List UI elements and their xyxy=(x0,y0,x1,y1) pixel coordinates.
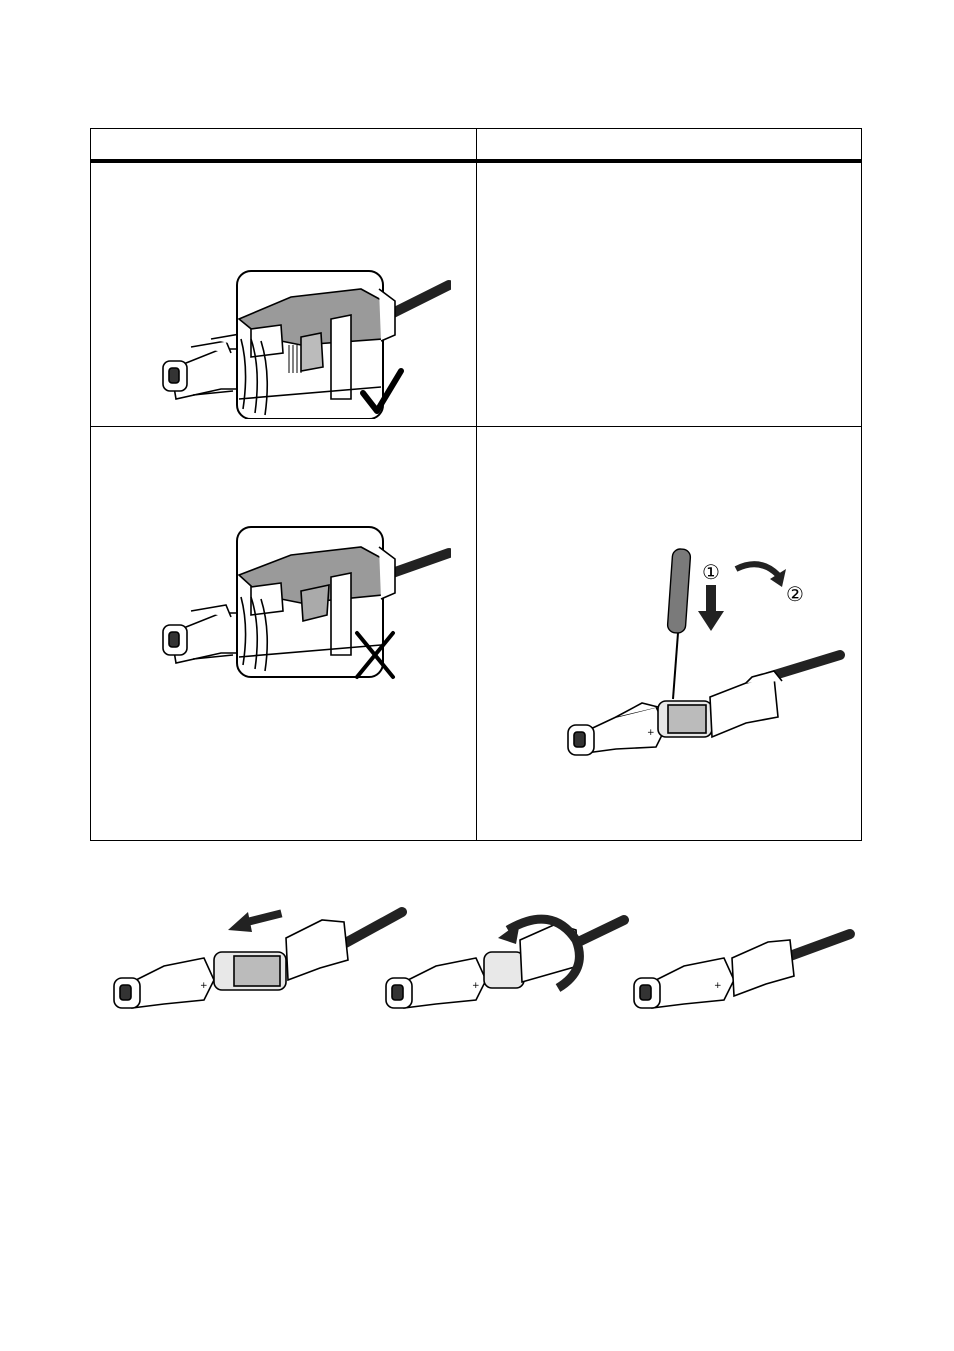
rotate-arrow-head xyxy=(498,922,520,944)
step-marker-2: ② xyxy=(786,582,804,606)
figure-connector-release-with-screwdriver: ① ② + xyxy=(546,547,856,767)
cable xyxy=(763,650,845,682)
row-divider xyxy=(91,426,861,427)
table-header-right xyxy=(481,133,858,157)
checkmark-icon xyxy=(360,368,404,414)
figure-connector-unscrew-nut: + xyxy=(380,900,630,1016)
figure-connector-pull-apart: + xyxy=(108,900,408,1016)
figure-connector-locked-correct xyxy=(151,249,451,419)
plug-body xyxy=(162,332,247,400)
figure-connector-locked-incorrect xyxy=(151,515,451,685)
table-header-left xyxy=(95,133,472,157)
cable xyxy=(335,907,407,951)
connector-assembly xyxy=(567,670,783,756)
screwdriver-icon xyxy=(666,548,692,700)
cable xyxy=(785,929,855,961)
curved-arrow-head xyxy=(770,569,786,587)
polarity-mark: + xyxy=(714,981,722,991)
arrow-down-icon xyxy=(698,585,724,631)
connector-assembly xyxy=(385,923,579,1009)
connector-assembly xyxy=(113,919,349,1009)
polarity-mark: + xyxy=(200,981,208,991)
polarity-mark: + xyxy=(647,728,655,738)
instruction-table: ① ② + xyxy=(90,128,862,841)
plug-body xyxy=(162,604,247,664)
rotate-arrow-icon xyxy=(505,914,584,992)
arrow-left-icon xyxy=(228,909,283,932)
cross-icon xyxy=(355,631,395,679)
header-rule xyxy=(91,159,861,163)
zoom-detail xyxy=(237,546,396,672)
column-divider xyxy=(476,129,477,840)
step-marker-1: ① xyxy=(702,560,720,584)
figure-connector-assembled: + xyxy=(628,920,858,1016)
polarity-mark: + xyxy=(472,981,480,991)
curved-arrow-icon xyxy=(734,561,781,578)
connector-assembly xyxy=(633,939,795,1009)
zoom-detail xyxy=(237,288,396,416)
